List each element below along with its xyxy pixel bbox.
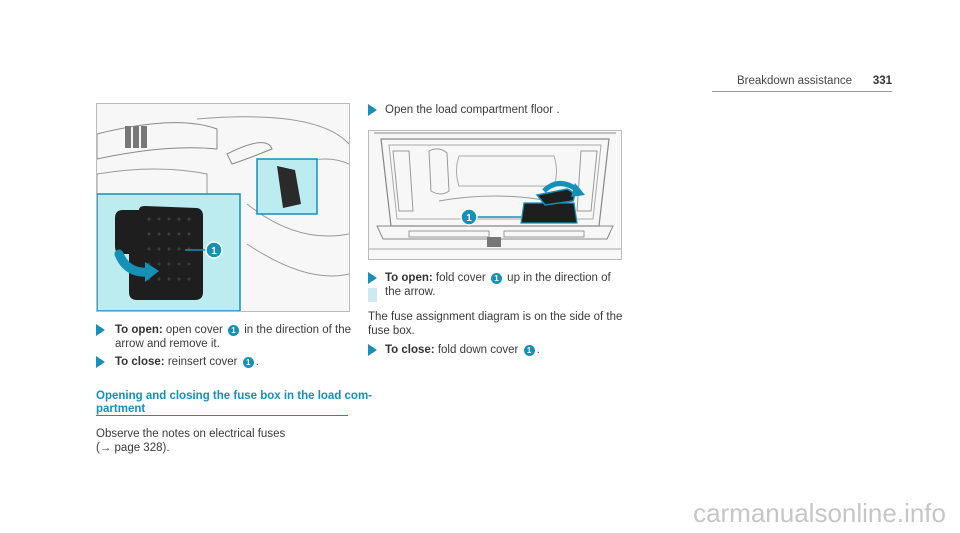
step-arrow bbox=[368, 344, 377, 356]
interior-illustration: 1 bbox=[97, 104, 349, 311]
left-step1-line1: To open: open cover 1 in the direction o… bbox=[115, 324, 351, 336]
step-arrow bbox=[368, 272, 377, 284]
right-step2-line1: To close: fold down cover 1. bbox=[385, 344, 540, 356]
heading-rule bbox=[96, 415, 348, 416]
callout-badge: 1 bbox=[242, 357, 254, 368]
step-label: To close: bbox=[115, 356, 165, 368]
step-arrow bbox=[96, 324, 105, 336]
right-step1-line2: the arrow. bbox=[385, 286, 436, 298]
right-body-line1: The fuse assignment diagram is on the si… bbox=[368, 311, 623, 323]
figure-callout-1: 1 bbox=[466, 213, 472, 224]
load-compartment-illustration: 1 bbox=[369, 131, 621, 259]
step-arrow bbox=[96, 356, 105, 368]
section-heading-line1: Opening and closing the fuse box in the … bbox=[96, 390, 373, 402]
watermark: carmanualsonline.info bbox=[693, 498, 946, 528]
figure-load-compartment: 1 bbox=[368, 130, 622, 260]
step-label: To open: bbox=[115, 324, 163, 336]
left-step1-line2: arrow and remove it. bbox=[115, 338, 220, 350]
step-label: To open: bbox=[385, 272, 433, 284]
callout-badge: 1 bbox=[523, 345, 535, 356]
page-number: 331 bbox=[872, 75, 892, 87]
step-arrow bbox=[368, 104, 377, 116]
figure-interior-fuse-cover: 1 bbox=[96, 103, 350, 312]
right-step1-line1: To open: fold cover 1 up in the directio… bbox=[385, 272, 611, 284]
section-heading-line2: partment bbox=[96, 403, 146, 415]
right-step0: Open the load compartment floor . bbox=[385, 104, 560, 116]
body-line2: (→ page 328). bbox=[96, 442, 170, 454]
figure-callout-1: 1 bbox=[211, 246, 217, 257]
body-line1: Observe the notes on electrical fuses bbox=[96, 428, 286, 440]
callout-badge: 1 bbox=[490, 273, 502, 284]
right-body-line2: fuse box. bbox=[368, 325, 415, 337]
left-step2-line1: To close: reinsert cover 1. bbox=[115, 356, 259, 368]
step-continuation-bar bbox=[368, 288, 377, 302]
step-label: To close: bbox=[385, 344, 435, 356]
callout-badge: 1 bbox=[228, 325, 240, 336]
header-rule bbox=[712, 91, 892, 92]
section-title: Breakdown assistance bbox=[736, 75, 852, 87]
